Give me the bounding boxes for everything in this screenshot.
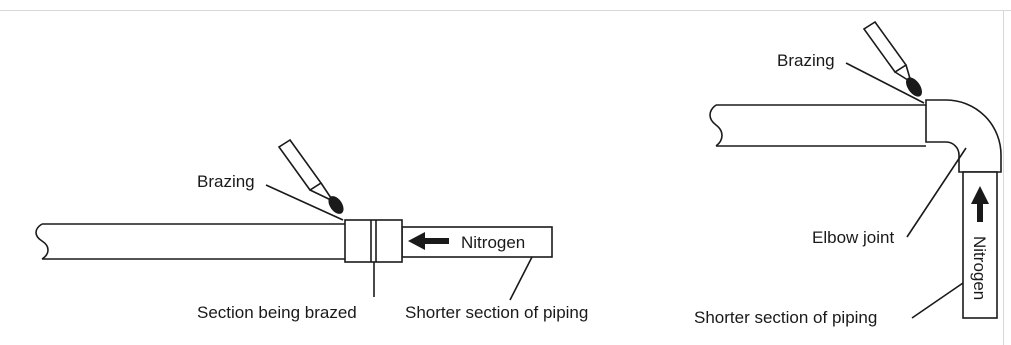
left-diagram: Nitrogen Brazing Section being brazed Sh… <box>35 138 588 322</box>
left-section-label: Section being brazed <box>197 303 357 322</box>
right-pipe-break-end <box>709 104 723 147</box>
right-brazing-label: Brazing <box>777 51 835 70</box>
right-elbow-leader <box>906 147 967 238</box>
right-diagram: Nitrogen Brazing Elbow joint Shorter sec… <box>694 20 1002 327</box>
left-nitrogen-arrow <box>408 232 449 250</box>
left-brazing-torch <box>277 138 344 214</box>
right-shorter-label: Shorter section of piping <box>694 308 877 327</box>
right-brazing-leader <box>845 62 925 104</box>
left-shorter-leader <box>509 256 533 301</box>
left-brazing-leader <box>265 184 344 221</box>
left-shorter-label: Shorter section of piping <box>405 303 588 322</box>
left-coupling-section <box>344 219 403 263</box>
right-nitrogen-label: Nitrogen <box>970 236 989 300</box>
left-long-pipe <box>35 223 345 260</box>
right-brazing-torch <box>862 20 922 97</box>
left-nitrogen-label: Nitrogen <box>461 233 525 252</box>
right-nitrogen-arrow <box>971 186 989 222</box>
left-brazing-label: Brazing <box>197 172 255 191</box>
left-pipe-break-end <box>35 223 49 260</box>
right-elbow-joint <box>925 99 1002 173</box>
left-flame <box>328 196 344 214</box>
right-horizontal-pipe <box>709 104 926 147</box>
right-elbow-label: Elbow joint <box>812 228 894 247</box>
right-flame <box>906 77 922 97</box>
right-shorter-leader <box>911 282 964 319</box>
